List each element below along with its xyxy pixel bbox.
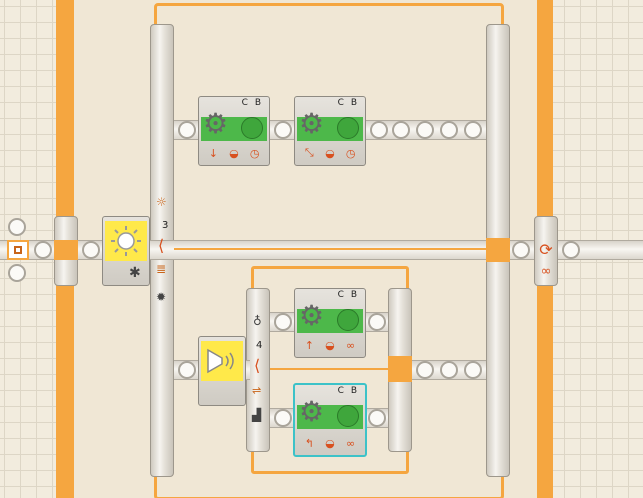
motor-circle-icon [337,309,359,331]
power-icon: ◒ [325,338,335,352]
motor-icon-row: ⤡ ◒ ◷ [299,145,361,161]
gear-icon: ⚙ [299,107,325,140]
switch-right-connector [486,238,510,262]
rail-ring [368,313,386,331]
switch-branch-icon: ⟨ [158,236,165,255]
motor-icon-row: ↓ ◒ ◷ [203,145,265,161]
rail-ring [82,241,100,259]
rail-ring [274,313,292,331]
gear-icon: ⚙ [299,299,325,332]
rail-ring [178,361,196,379]
start-ring-top [8,218,26,236]
light-sensor-icon [105,221,147,261]
sound-sensor-icon [201,341,243,381]
motor-block-inner-1[interactable]: C B ⚙ ↑ ◒ ∞ [294,288,366,358]
volume-icon: ▟ [252,408,262,422]
sound-sensor-block[interactable] [198,336,246,406]
rail-ring [34,241,52,259]
rail-ring [370,121,388,139]
motor-circle-icon [337,117,359,139]
infinity-icon: ∞ [346,338,356,352]
motor-icon-row: ↑ ◒ ∞ [299,337,361,353]
rail-ring [464,121,482,139]
infinity-icon: ∞ [346,436,356,450]
motor-port-label: C B [337,290,359,300]
start-block[interactable] [7,240,29,260]
rail-ring [368,409,386,427]
power-icon: ◒ [325,436,335,450]
motor-circle-icon [241,117,263,139]
steering-icon: ↰ [304,436,314,450]
loop-start-connector [54,240,78,260]
switch-light-value: 3 [162,220,169,231]
motor-port-label: C B [337,386,359,396]
switch-branch-icon: ⟨ [254,356,261,375]
direction-up-icon: ↑ [304,338,314,352]
motor-block-top-2[interactable]: C B ⚙ ⤡ ◒ ◷ [294,96,366,166]
steering-icon: ⤡ [304,146,314,159]
power-icon: ◒ [229,146,239,160]
rail-ring [416,361,434,379]
loop-arrows-icon: ⟳ [539,239,553,259]
inner-data-wire [270,368,388,370]
rail-ring [464,361,482,379]
rail-ring [274,409,292,427]
loop-end-block[interactable] [534,216,558,286]
motor-block-top-1[interactable]: C B ⚙ ↓ ◒ ◷ [198,96,270,166]
motor-port-label: C B [241,98,263,108]
rotation-icon: ◷ [249,146,260,160]
rail-ring [274,121,292,139]
motor-circle-icon [337,405,359,427]
light-sensor-small-icon: ☼ [156,195,167,209]
gear-icon: ✱ [129,265,141,281]
loop-infinity-icon: ∞ [540,264,552,279]
gear-icon: ⚙ [203,107,229,140]
list-icon: ≣ [156,262,167,276]
motor-block-inner-2[interactable]: C B ⚙ ↰ ◒ ∞ [293,383,367,457]
inner-switch-right-connector [388,356,412,382]
switch-sound-value: 4 [256,340,263,351]
rail-ring [392,121,410,139]
rail-ring [440,121,458,139]
start-ring-bottom [8,264,26,282]
motor-icon-row: ↰ ◒ ∞ [299,435,361,451]
data-wire [174,248,486,250]
rail-ring [178,121,196,139]
sound-plug-icon: ♁ [253,314,262,328]
power-icon: ◒ [325,146,335,160]
light-sensor-block[interactable]: ✱ [102,216,150,286]
main-sequence-beam [0,240,643,260]
motor-port-label: C B [337,98,359,108]
dark-sensor-small-icon: ✹ [156,290,167,304]
rotation-icon: ◷ [345,146,356,160]
rail-ring [416,121,434,139]
db-icon: ⇌ [252,384,262,397]
rail-ring [512,241,530,259]
direction-down-icon: ↓ [208,146,218,160]
rail-ring [562,241,580,259]
start-square-icon [14,246,22,254]
rail-ring [440,361,458,379]
gear-icon: ⚙ [299,395,325,428]
